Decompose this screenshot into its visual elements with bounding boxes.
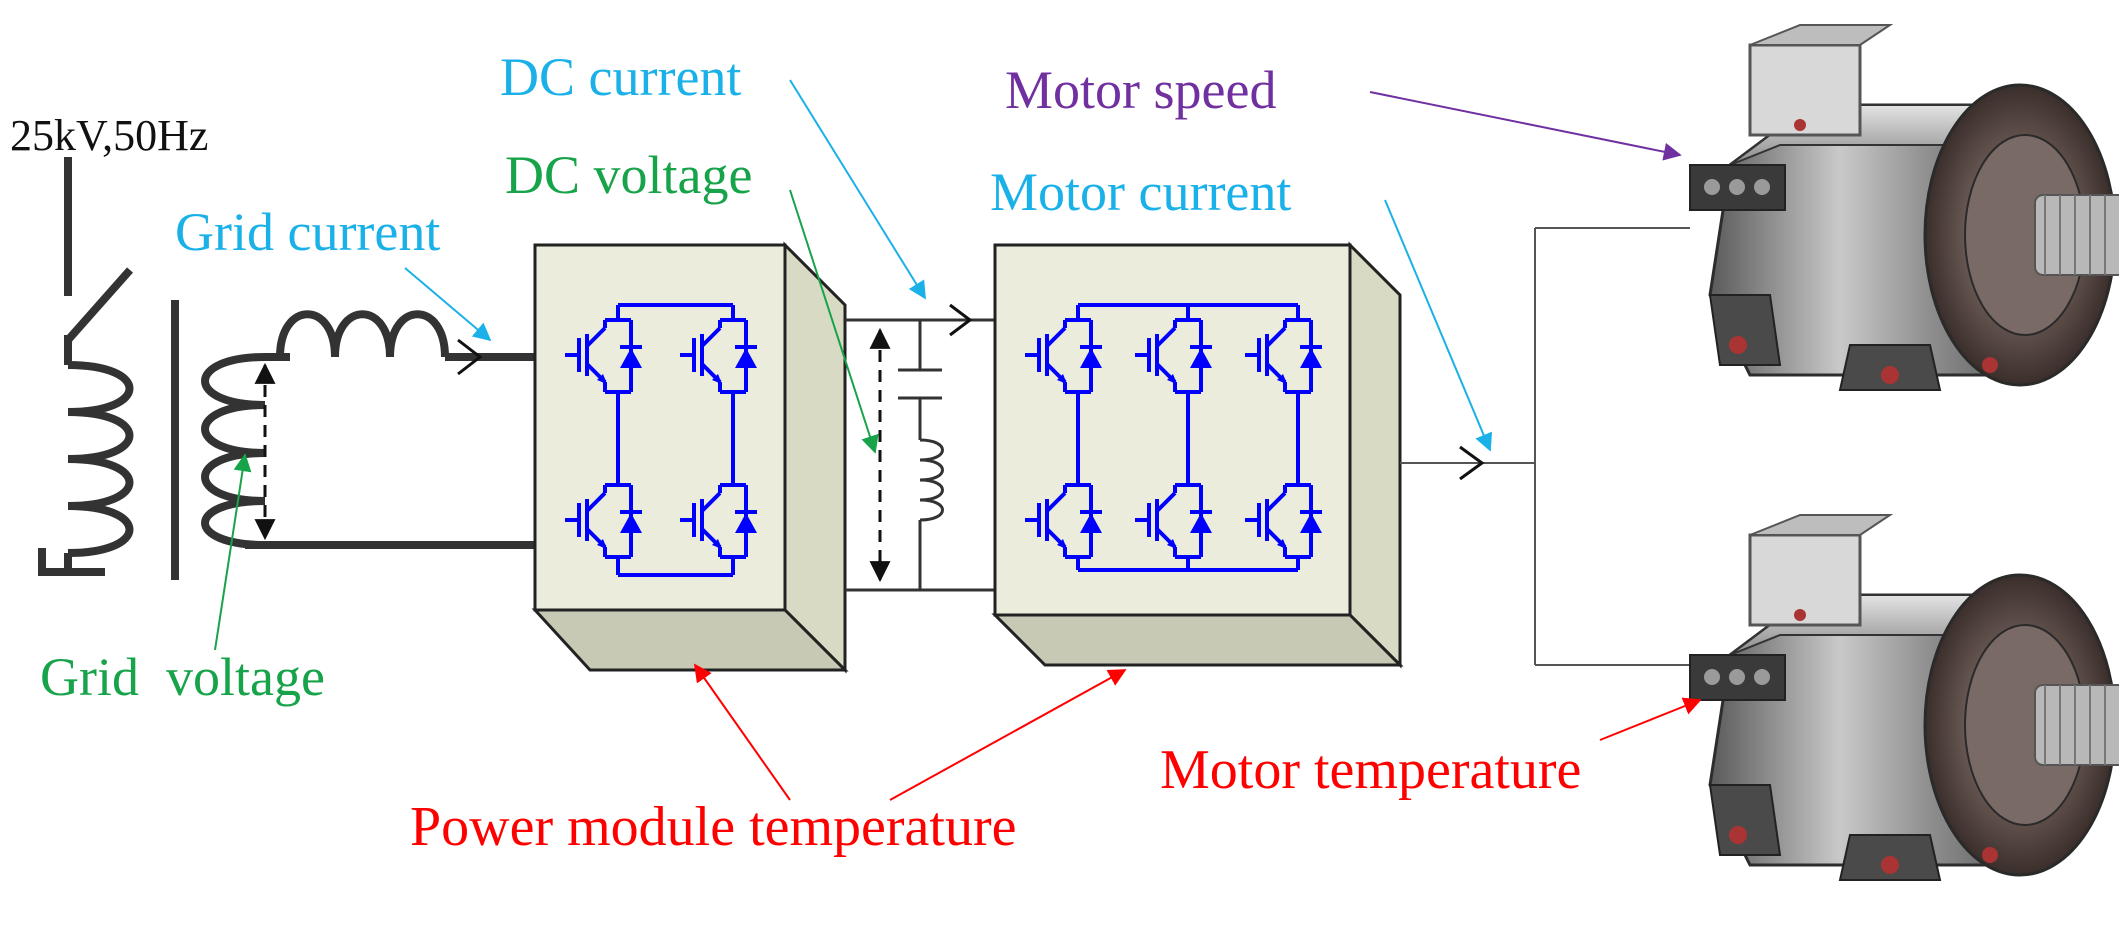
inverter-igbt-bridge — [1023, 303, 1324, 572]
inverter-module — [991, 241, 1404, 669]
rectifier-module — [531, 241, 849, 674]
motor-feeder-wiring — [1400, 227, 1690, 666]
pantograph-switch — [64, 157, 133, 365]
dc-current-measurement-arrow — [949, 303, 973, 337]
traction-motor-icon — [1688, 23, 2119, 392]
grid-current-label: Grid current — [175, 202, 440, 262]
grid-inductor — [276, 310, 540, 361]
traction-motor-icon — [1688, 513, 2119, 882]
transformer-primary-coil — [38, 361, 134, 576]
power-module-temperature-label: Power module temperature — [410, 796, 1016, 858]
grid-voltage-label: Grid voltage — [40, 647, 325, 707]
dc-voltage-label: DC voltage — [505, 145, 752, 205]
dc-current-label: DC current — [500, 47, 741, 107]
motor-current-measurement-arrow — [1459, 445, 1485, 481]
annotation-leaders — [214, 79, 1702, 801]
dc-link-wiring — [845, 318, 995, 592]
grid-current-measurement-arrow — [457, 338, 483, 376]
motor-temperature-label: Motor temperature — [1160, 739, 1581, 801]
supply-rating-label: 25kV,50Hz — [10, 111, 208, 160]
motor-speed-label: Motor speed — [1005, 60, 1276, 120]
rectifier-igbt-bridge — [563, 303, 759, 577]
motor-current-label: Motor current — [990, 162, 1291, 222]
transformer-secondary-coil — [201, 353, 540, 549]
